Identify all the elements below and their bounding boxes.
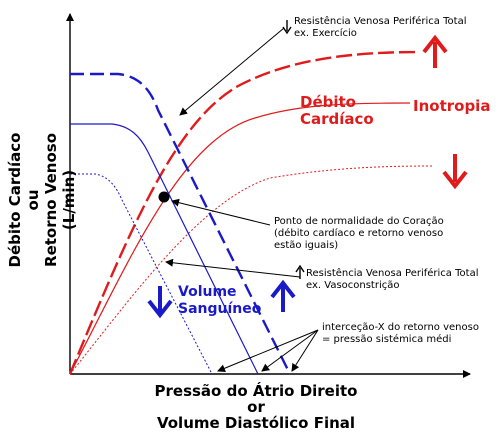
intercept-label-line2: = pressão sistémica médi xyxy=(322,333,451,345)
equilibrium-label-line3: estão iguais) xyxy=(274,240,338,251)
blue-down-arrow-icon xyxy=(147,286,173,319)
x-axis-label-line3: Volume Diastólico Final xyxy=(157,414,355,432)
equilibrium-label-line2: (débito cardíaco e retorno venoso xyxy=(274,227,443,239)
small-down-arrow-icon xyxy=(282,20,292,35)
y-axis-label-line3: Retorno Venoso xyxy=(42,133,60,267)
red-down-arrow-icon xyxy=(442,154,468,190)
y-axis-label-line4: (L/min) xyxy=(60,170,78,230)
y-axis-label-line2: ou xyxy=(24,190,42,211)
cardiac-output-curve-normal xyxy=(69,102,411,375)
pointer-equilibrium xyxy=(171,198,271,226)
cardiac-output-curve-high xyxy=(68,50,421,375)
equilibrium-point xyxy=(158,191,170,203)
equilibrium-label-line1: Ponto de normalidade do Coração xyxy=(274,216,444,227)
rvp-exercise-label-line2: ex. Exercício xyxy=(294,27,357,39)
x-axis-label-line2: or xyxy=(247,398,265,416)
blue-up-arrow-icon xyxy=(270,279,296,312)
y-axis-label: Débito Cardíaco ou Retorno Venoso (L/min… xyxy=(6,133,78,268)
red-up-arrow-icon xyxy=(422,34,448,68)
blood-volume-label-line2: Sanguíneo xyxy=(178,301,262,317)
y-axis-label-line1: Débito Cardíaco xyxy=(6,133,24,268)
cardiac-output-curve-low xyxy=(69,165,433,375)
cardiac-output-label-line2: Cardíaco xyxy=(300,110,374,128)
cardiac-output-label-line1: Débito xyxy=(300,93,356,111)
inotropy-label: Inotropia xyxy=(413,97,490,115)
blood-volume-label-line1: Volume xyxy=(178,284,237,300)
pointer-rvp-vaso xyxy=(165,258,301,278)
small-up-arrow-icon xyxy=(295,264,305,279)
rvp-exercise-label-line1: Resistência Venosa Periférica Total xyxy=(294,15,466,27)
venous-return-curve-normal xyxy=(70,123,259,375)
pointer-intercept-2 xyxy=(261,329,319,372)
venous-return-curve-low xyxy=(70,173,213,375)
rvp-vaso-label-line2: ex. Vasoconstrição xyxy=(306,280,400,291)
rvp-vaso-label-line1: Resistência Venosa Periférica Total xyxy=(306,267,478,279)
pointer-intercept-3 xyxy=(291,329,319,372)
x-axis-label-line1: Pressão do Átrio Direito xyxy=(155,381,358,400)
venous-return-curve-high xyxy=(70,72,292,375)
intercept-label-line1: interceção-X do retorno venoso xyxy=(322,322,479,333)
pointer-intercept-1 xyxy=(217,329,319,373)
pointer-rvp-exercise xyxy=(179,27,285,116)
